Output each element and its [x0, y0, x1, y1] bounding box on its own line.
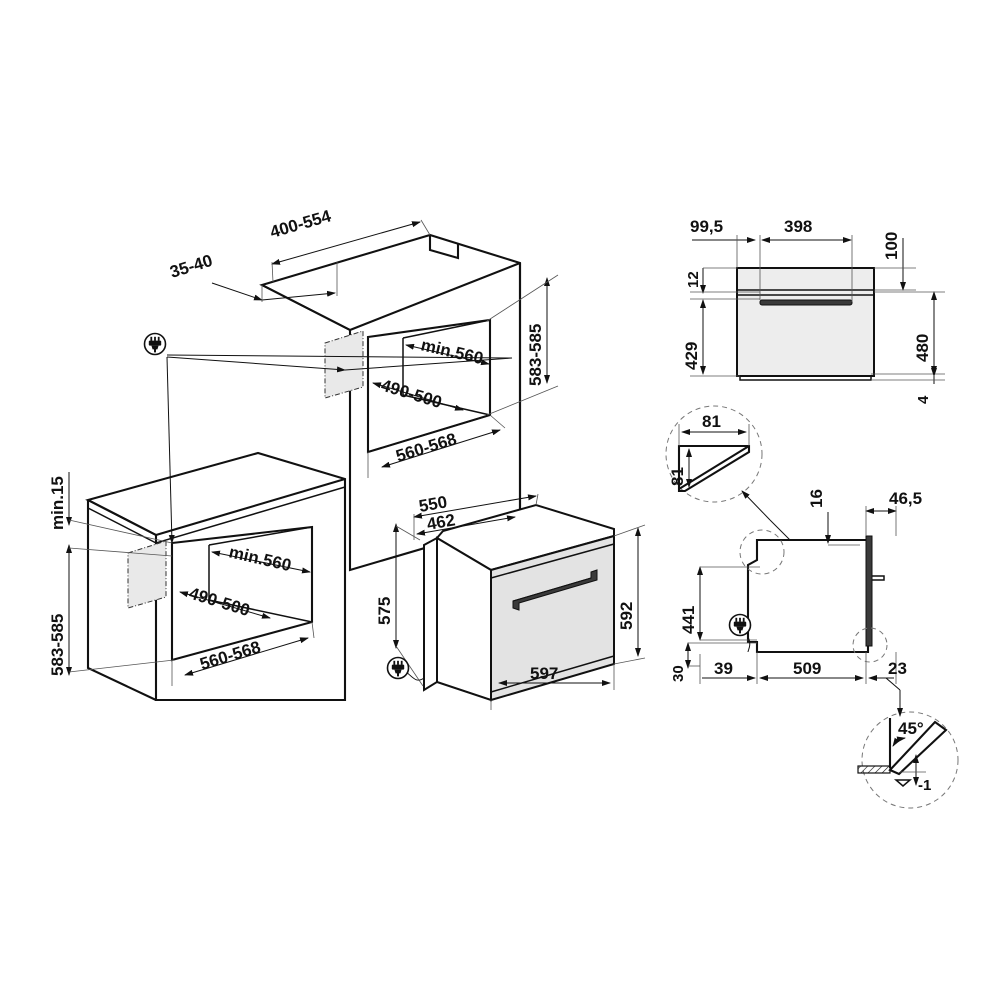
dim-side-front-projection: 46,5: [889, 489, 922, 508]
dim-side-rear-offset: 39: [714, 659, 733, 678]
dim-front-control-strip: 12: [685, 271, 702, 288]
dim-upper-top-width: 400-554: [268, 206, 334, 242]
dim-front-handle-width: 398: [784, 217, 812, 236]
dim-oven-overall-depth: 550: [417, 492, 448, 516]
dim-front-foot-gap: 4: [915, 395, 932, 404]
dim-oven-body-height: 575: [375, 597, 394, 625]
dim-detail-corner-v: 81: [668, 467, 687, 486]
dim-lower-gap-top: min.15: [48, 476, 67, 530]
dim-upper-depth-front: 35-40: [168, 251, 215, 282]
dim-side-body-depth: 509: [793, 659, 821, 678]
view-detail-angle: 45° -1: [857, 677, 959, 809]
socket-leaders: [166, 354, 513, 544]
socket-zone-lower: [127, 540, 167, 609]
socket-zone-upper: [324, 330, 364, 399]
dim-front-top-offset: 100: [882, 232, 901, 260]
dim-oven-front-height: 592: [617, 602, 636, 630]
view-lower-cabinet: min.15 583-585 min.560 490-500 560-568: [48, 451, 347, 702]
power-plug-icon-section: [728, 613, 752, 637]
dim-front-door-height: 429: [682, 342, 701, 370]
power-plug-icon: [143, 332, 167, 356]
dim-lower-niche-height: 583-585: [48, 614, 67, 676]
power-plug-icon-oven: [386, 656, 410, 680]
dim-side-top-step: 16: [807, 489, 826, 508]
dim-detail-angle-clearance: -1: [918, 777, 931, 794]
view-detail-corner: 81 81: [665, 405, 791, 541]
view-front-elevation: 99,5 398 100 12 429 480 4: [682, 217, 945, 404]
dim-lower-depth-min: min.560: [227, 542, 293, 575]
dim-side-cavity-height: 441: [679, 606, 698, 634]
view-side-section: 16 46,5 441 30 39 509 23: [670, 489, 922, 684]
dim-detail-corner-h: 81: [702, 412, 721, 431]
dim-detail-angle-value: 45°: [898, 719, 924, 738]
dim-lower-inner-depth: 490-500: [187, 584, 252, 620]
view-oven-iso: 550 462 575 592 597: [375, 492, 646, 710]
oven-handle-front: [759, 299, 853, 306]
oven-front-body: [736, 267, 875, 377]
dim-upper-depth-min: min.560: [419, 335, 485, 368]
dim-side-front-depth: 23: [888, 659, 907, 678]
oven-door-section: [865, 535, 873, 647]
dim-lower-niche-width: 560-568: [198, 637, 263, 673]
dim-oven-front-width: 597: [530, 664, 558, 683]
dim-upper-inner-depth: 490-500: [379, 376, 444, 412]
dim-front-right-height: 480: [913, 334, 932, 362]
dim-upper-niche-height: 583-585: [526, 324, 545, 386]
dim-front-left-offset: 99,5: [690, 217, 723, 236]
dim-side-base-height: 30: [670, 665, 687, 682]
dim-oven-body-depth: 462: [425, 510, 456, 534]
